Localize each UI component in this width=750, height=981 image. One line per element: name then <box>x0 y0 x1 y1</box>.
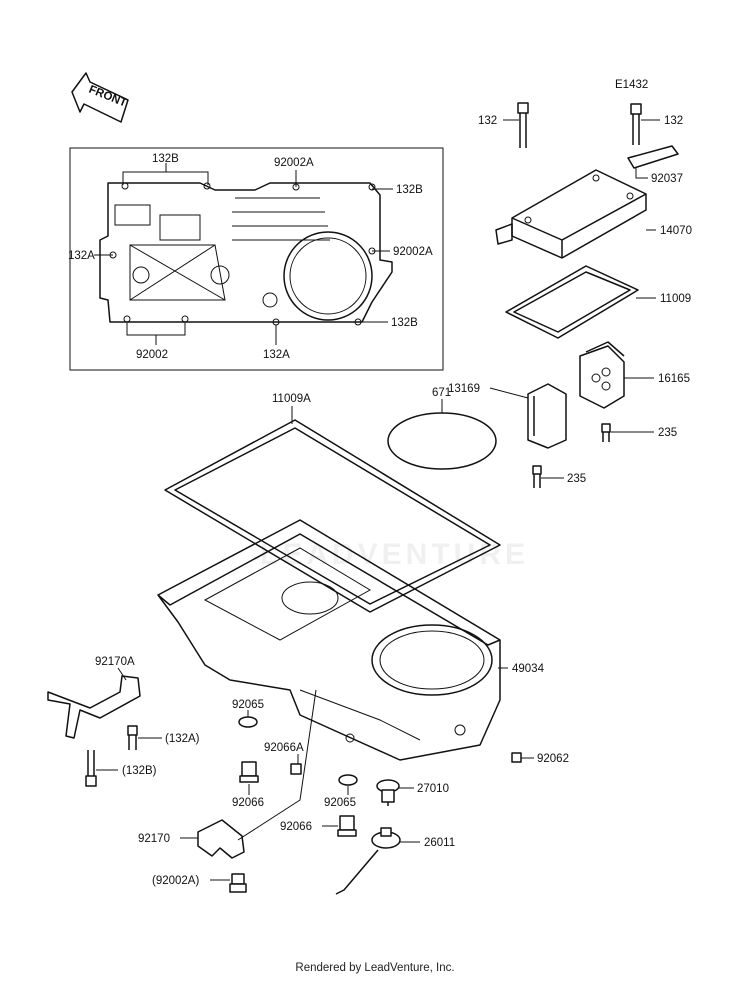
label-132B-right: 132B <box>396 184 423 196</box>
label-92062: 92062 <box>537 753 569 765</box>
screw-235-lower-icon <box>532 465 542 488</box>
plug-92066A-icon <box>290 763 302 775</box>
top-view-inset <box>69 147 444 371</box>
label-132B-top: 132B <box>152 153 179 165</box>
label-132A-left: 132A <box>68 250 95 262</box>
sensor-26011-icon <box>335 827 401 895</box>
label-11009: 11009 <box>660 293 691 305</box>
footer-credit: Rendered by LeadVenture, Inc. <box>295 962 455 974</box>
watermark: LEADVENTURE <box>260 538 530 571</box>
label-26011: 26011 <box>424 837 455 849</box>
screw-235-upper-icon <box>601 423 611 442</box>
label-235-lower: 235 <box>567 473 586 485</box>
label-235-upper: 235 <box>658 427 677 439</box>
gasket-11009-icon <box>505 265 639 339</box>
label-92002: 92002 <box>136 349 168 361</box>
breather-cover-14070-icon <box>495 169 647 259</box>
clamp-92037-icon <box>627 145 679 169</box>
label-92066-lower: 92066 <box>280 821 312 833</box>
plug-92066-left-icon <box>239 761 259 783</box>
oil-pan-49034-icon <box>157 519 501 761</box>
label-132A-bottom: 132A <box>263 349 290 361</box>
label-132B-paren: (132B) <box>122 765 157 777</box>
bolt-92002A-icon <box>229 873 247 893</box>
label-132-right: 132 <box>664 115 683 127</box>
plug-92062-icon <box>511 752 522 763</box>
label-92002A-paren: (92002A) <box>152 875 199 887</box>
label-92002A-top: 92002A <box>274 157 314 169</box>
bolt-132B-icon <box>85 750 97 787</box>
label-11009A: 11009A <box>272 393 311 405</box>
label-92066A: 92066A <box>264 742 304 754</box>
bracket-92170A-icon <box>47 675 141 739</box>
bolt-132-left-icon <box>517 102 529 148</box>
label-92066-left: 92066 <box>232 797 264 809</box>
label-671: 671 <box>432 387 451 399</box>
front-label: FRONT <box>87 84 128 110</box>
washer-92065-upper-icon <box>238 716 258 728</box>
label-13169: 13169 <box>448 383 480 395</box>
label-14070: 14070 <box>660 225 692 237</box>
washer-92065-lower-icon <box>338 774 358 786</box>
label-132B-lower: 132B <box>391 317 418 329</box>
o-ring-671-icon <box>387 412 497 470</box>
label-16165: 16165 <box>658 373 690 385</box>
bracket-92170-icon <box>197 819 245 859</box>
label-132A-paren: (132A) <box>165 733 200 745</box>
diagram-id: E1432 <box>615 79 648 91</box>
label-92037: 92037 <box>651 173 683 185</box>
plug-92066-lower-icon <box>337 815 357 837</box>
label-92170: 92170 <box>138 833 170 845</box>
label-92065-upper: 92065 <box>232 699 264 711</box>
label-92002A-right: 92002A <box>393 246 433 258</box>
front-arrow-icon: FRONT <box>71 72 129 123</box>
label-132-left: 132 <box>478 115 497 127</box>
inset-leaders <box>94 163 393 345</box>
bracket-13169-icon <box>527 383 567 449</box>
switch-27010-icon <box>376 779 400 806</box>
bolt-132A-icon <box>127 725 138 750</box>
label-49034: 49034 <box>512 663 545 675</box>
plate-16165-icon <box>579 341 625 409</box>
bolt-132-right-icon <box>630 103 642 145</box>
label-92065-lower: 92065 <box>324 797 356 809</box>
gasket-11009A-icon <box>164 419 501 613</box>
label-92170A: 92170A <box>95 656 135 668</box>
label-27010: 27010 <box>417 783 449 795</box>
